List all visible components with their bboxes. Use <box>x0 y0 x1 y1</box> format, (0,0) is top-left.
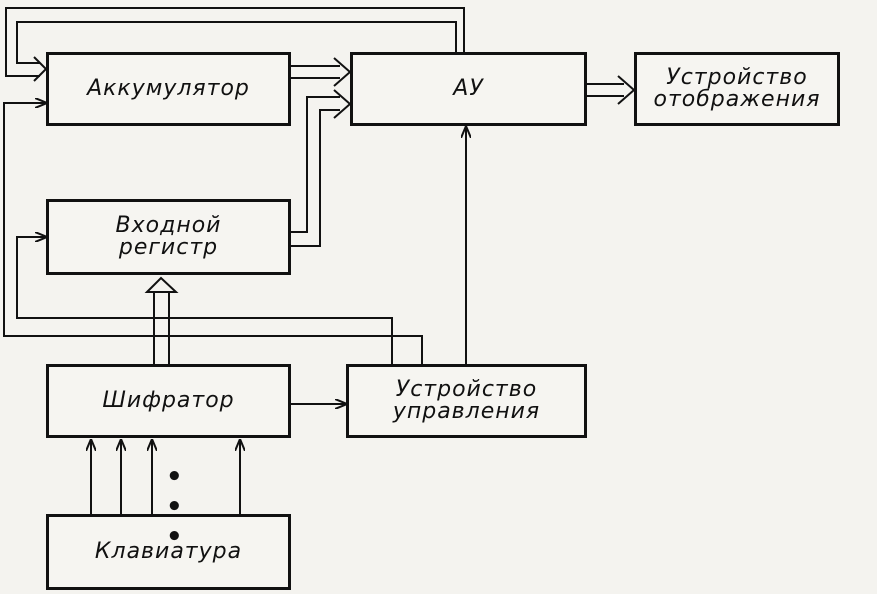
alu-to-display-bus <box>587 75 636 105</box>
control-unit-label: Устройство управления <box>392 377 541 424</box>
encoder-block: Шифратор <box>46 364 291 438</box>
input-register-to-alu-bus <box>291 89 352 247</box>
input-register-label: Входной регистр <box>115 213 222 260</box>
encoder-to-input-register-bus <box>144 276 179 364</box>
encoder-label: Шифратор <box>102 388 235 413</box>
alu-to-accumulator-bus <box>16 21 457 64</box>
accumulator-label: Аккумулятор <box>87 76 250 101</box>
alu-to-accumulator-bus-head <box>33 56 48 82</box>
display-device-block: Устройство отображения <box>634 52 840 126</box>
keyboard-block: Клавиатура <box>46 514 291 590</box>
control-to-accumulator-line <box>3 103 423 364</box>
input-register-block: Входной регистр <box>46 199 291 275</box>
alu-to-accumulator-bus-inner <box>5 7 465 77</box>
display-device-label: Устройство отображения <box>653 65 821 112</box>
control-to-input-register-line <box>16 237 393 364</box>
control-unit-block: Устройство управления <box>346 364 587 438</box>
ellipsis: • • • <box>166 462 189 552</box>
alu-label: АУ <box>453 76 484 101</box>
accumulator-block: Аккумулятор <box>46 52 291 126</box>
alu-block: АУ <box>350 52 587 126</box>
accumulator-to-alu-bus <box>291 57 352 87</box>
keyboard-label: Клавиатура <box>94 539 243 564</box>
